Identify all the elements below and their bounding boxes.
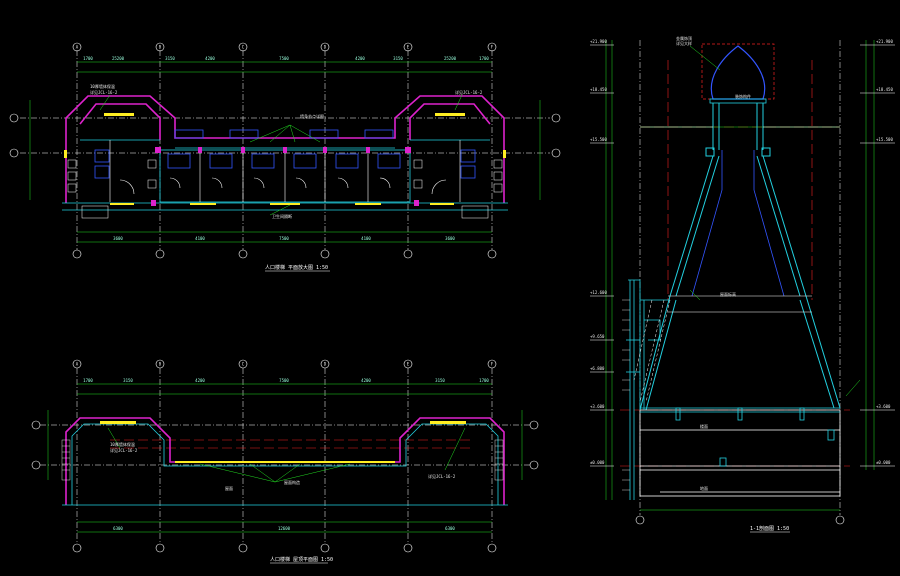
dim-text: 25200: [112, 56, 125, 61]
grid-label: A: [76, 45, 79, 50]
elevation-label: +12.600: [590, 290, 607, 295]
dim-text: 1700: [479, 56, 489, 61]
grid-label: B: [159, 45, 162, 50]
dim-text: 4200: [355, 56, 365, 61]
dome-outline: [710, 45, 766, 100]
elevation-label: +18.450: [876, 87, 893, 92]
grid-label: F: [491, 45, 494, 50]
dim-text: 12600: [278, 526, 291, 531]
elevation-label: +3.600: [590, 404, 605, 409]
callout-text: 10厚墙体保温: [90, 83, 115, 89]
dim-text: 4200: [205, 56, 215, 61]
grid-label: C: [242, 362, 245, 367]
dim-text: 4100: [195, 236, 205, 241]
elevation-label: ±0.000: [876, 460, 891, 465]
elevation-label: +15.500: [876, 137, 893, 142]
dim-text: 25200: [444, 56, 457, 61]
plan-top: A B C D E F 1700 25200 3150 4200 7500 42…: [9, 42, 561, 272]
callout-text: 详见JCL-16-2: [428, 473, 456, 479]
dim-text: 3600: [445, 236, 455, 241]
dim-text: 4200: [361, 378, 371, 383]
section-label: 金属饰顶: [676, 35, 692, 41]
dim-text: 1700: [479, 378, 489, 383]
drawing-title: 1-1剖面图 1:50: [750, 525, 789, 532]
grid-label: E: [407, 45, 410, 50]
dim-text: 3150: [165, 56, 175, 61]
dim-text: 1700: [83, 378, 93, 383]
grid-label: A: [76, 362, 79, 367]
plan-bottom: A B C D E F 1700 3150 4200 7500 4200 315…: [31, 359, 539, 564]
grid-label: F: [491, 362, 494, 367]
elevation-label: +18.450: [590, 87, 607, 92]
drawing-title: 人口楼梯 屋顶平面图 1:50: [270, 556, 333, 563]
grid-label: B: [159, 362, 162, 367]
section-label: 装饰构件: [735, 93, 751, 99]
dim-text: 4100: [361, 236, 371, 241]
section-label: 详见大样: [676, 40, 692, 46]
callout-text: 详见JCL-16-2: [110, 447, 138, 453]
callout-text: 10厚墙体保温: [110, 441, 135, 447]
elevation-label: ±0.000: [590, 460, 605, 465]
dim-text: 7500: [279, 378, 289, 383]
elevation-label: +15.500: [590, 137, 607, 142]
grid-label: C: [242, 45, 245, 50]
dim-text: 4200: [195, 378, 205, 383]
dim-text: 3600: [113, 236, 123, 241]
dim-text: 3150: [435, 378, 445, 383]
grid-label: E: [407, 362, 410, 367]
callout-text: 屋面: [225, 485, 233, 491]
callout-text: 详见JCL-16-2: [455, 89, 483, 95]
elevation-label: +21.900: [876, 39, 893, 44]
dim-text: 1700: [83, 56, 93, 61]
section-label: 地面: [700, 485, 708, 491]
callout-text: 详见JCL-16-2: [90, 89, 118, 95]
elevation-label: +9.650: [590, 334, 605, 339]
drawing-title: 人口楼梯 平面放大图 1:50: [265, 264, 328, 271]
callout-text: 屋面构造: [284, 479, 300, 485]
dim-text: 6300: [445, 526, 455, 531]
elevation-label: +3.600: [876, 404, 891, 409]
grid-label: D: [324, 45, 327, 50]
section-label: 楼面: [700, 423, 708, 429]
section-label: 屋面标高: [720, 291, 736, 297]
dim-text: 3150: [123, 378, 133, 383]
grid-label: D: [324, 362, 327, 367]
dim-text: 7500: [279, 236, 289, 241]
callout-text: 卫生间隔断: [272, 213, 292, 219]
dim-text: 7500: [279, 56, 289, 61]
elevation-label: +21.900: [590, 39, 607, 44]
dim-text: 6300: [113, 526, 123, 531]
dim-text: 3150: [393, 56, 403, 61]
elevation-label: +6.800: [590, 366, 605, 371]
callout-text: 墙身节点详图: [300, 113, 324, 119]
section-drawing: +21.900 +18.450 +15.500 +12.600 +9.650 +…: [590, 35, 895, 533]
